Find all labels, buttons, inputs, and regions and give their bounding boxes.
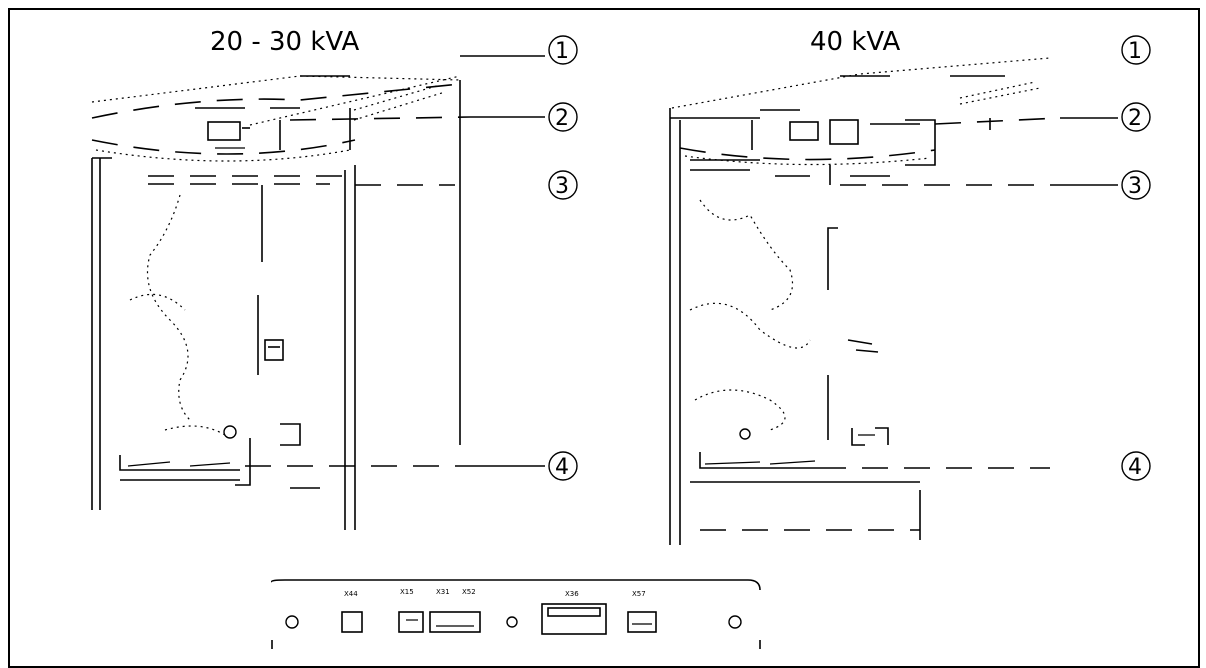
panel-screw-icon <box>285 615 299 629</box>
callout-left-2: 2 <box>548 102 578 132</box>
right-unit-drawing <box>669 57 1051 545</box>
callout-right-2: 2 <box>1121 102 1151 132</box>
callout-left-1: 1 <box>548 35 578 65</box>
connector-panel <box>270 579 761 649</box>
callout-left-4: 4 <box>548 451 578 481</box>
callout-number: 3 <box>1128 174 1142 199</box>
connector-x15 <box>398 611 424 633</box>
callout-right-1: 1 <box>1121 35 1151 65</box>
connector-label: X52 <box>462 588 476 596</box>
connector-label: X44 <box>344 590 358 598</box>
diagram-stage: 20 - 30 kVA 40 kVA 1 2 3 4 1 2 <box>8 8 1200 668</box>
connector-x31 <box>429 611 481 633</box>
callout-number: 1 <box>1128 39 1142 64</box>
callout-number: 4 <box>555 455 569 480</box>
panel-screw-icon <box>506 616 518 628</box>
callout-right-4: 4 <box>1121 451 1151 481</box>
right-unit-title: 40 kVA <box>810 27 901 57</box>
callout-number: 2 <box>555 106 569 131</box>
connector-x44 <box>341 611 363 633</box>
panel-screw-icon <box>728 615 742 629</box>
callout-right-3: 3 <box>1121 170 1151 200</box>
connector-label: X15 <box>400 588 414 596</box>
left-leaders <box>245 55 545 467</box>
diagram-frame <box>8 8 1200 668</box>
callout-left-3: 3 <box>548 170 578 200</box>
connector-label: X36 <box>565 590 579 598</box>
connector-x36 <box>541 603 607 635</box>
callout-number: 4 <box>1128 455 1142 480</box>
callout-number: 3 <box>555 174 569 199</box>
right-leaders <box>820 117 1118 469</box>
callout-number: 1 <box>555 39 569 64</box>
connector-label: X31 <box>436 588 450 596</box>
technical-drawing: 20 - 30 kVA 40 kVA 1 2 3 4 1 2 <box>91 27 1151 649</box>
callout-number: 2 <box>1128 106 1142 131</box>
connector-label: X57 <box>632 590 646 598</box>
left-unit-title: 20 - 30 kVA <box>210 27 360 57</box>
left-unit-drawing <box>91 75 461 530</box>
connector-x57 <box>627 611 657 633</box>
